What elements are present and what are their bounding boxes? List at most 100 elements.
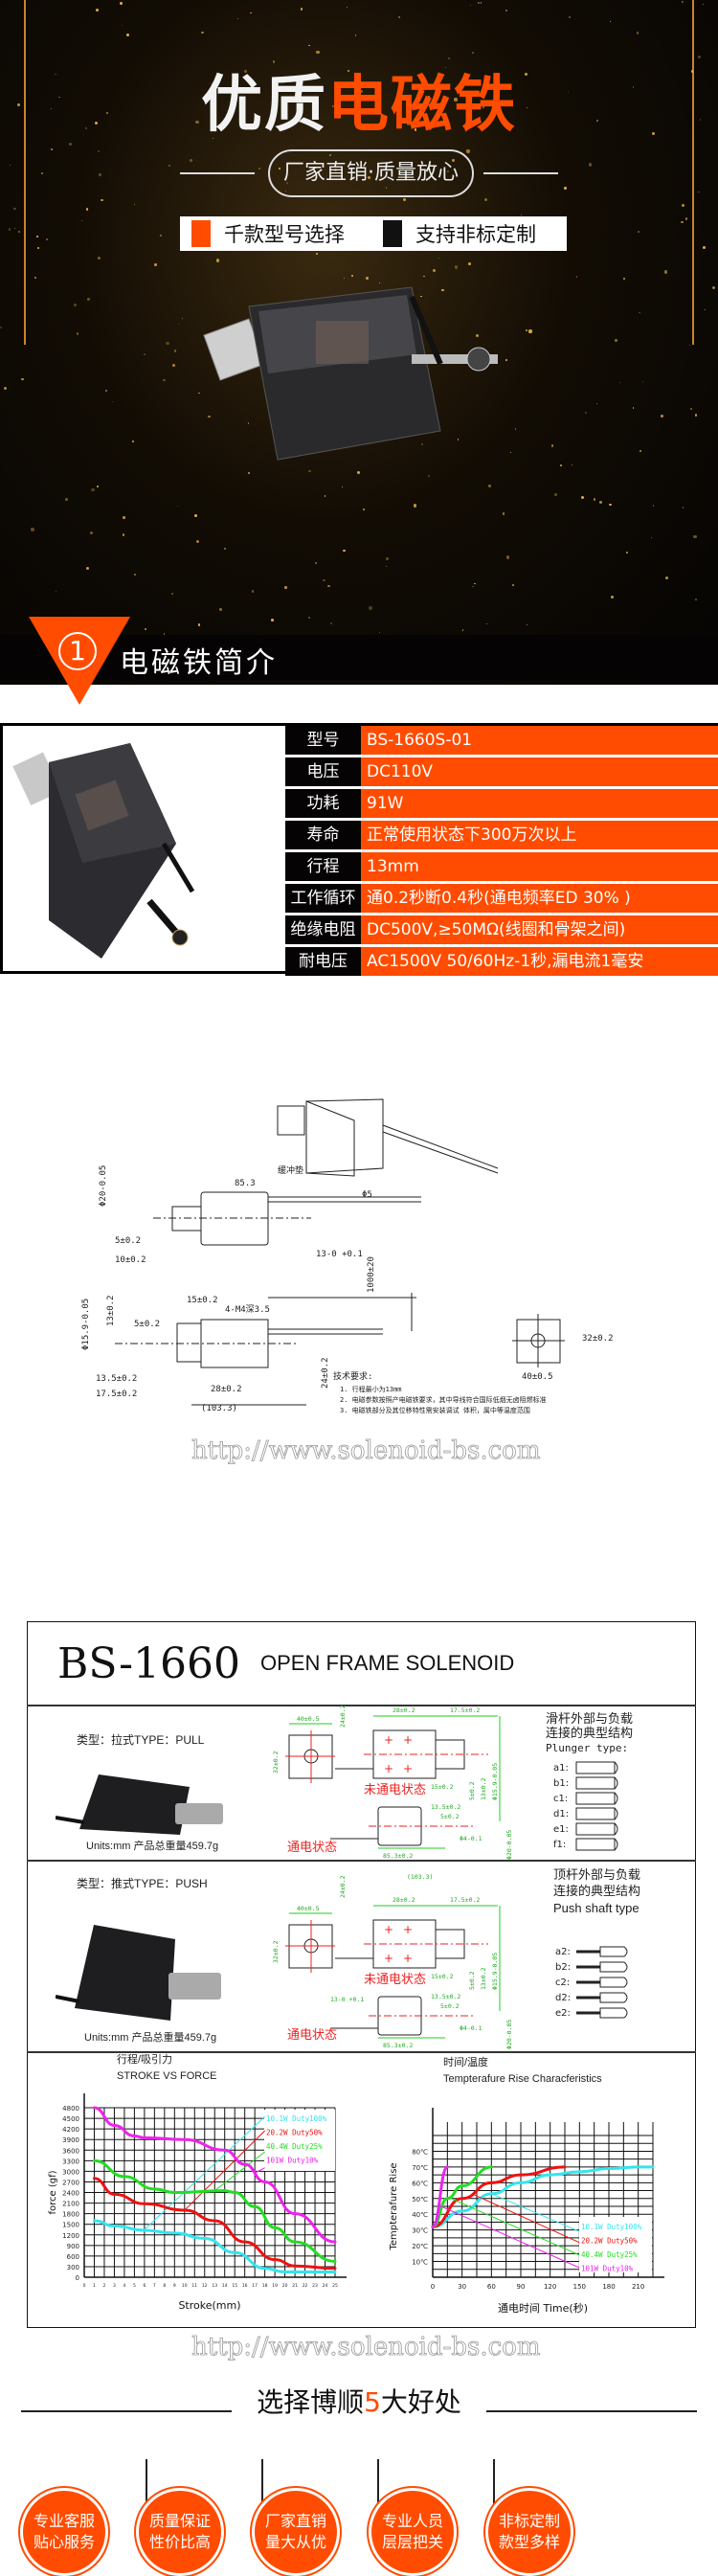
type-item: e1: [553,1821,622,1837]
shaft-title: 顶杆外部与负载 连接的典型结构 Push shaft type [553,1867,640,1916]
sparkle [126,34,130,37]
y-tick-label: 300 [67,2264,79,2271]
sparkle [177,506,179,508]
sparkle [650,536,652,538]
pull-product-photo [56,1774,223,1835]
sparkle [85,208,88,211]
sparkle [95,121,99,124]
sparkle [427,474,431,478]
legend-entry: 10.1W Duty100% [266,2114,327,2123]
sparkle [438,257,439,260]
sparkle [685,217,688,220]
sparkle [144,628,147,631]
mount-hole-mark: + [403,1733,413,1747]
type-item: c2: [555,1975,632,1990]
mount-hole-mark: + [403,1923,413,1936]
sparkle [133,203,135,205]
sparkle [131,441,134,442]
benefit-line: 非标定制 [498,2512,560,2530]
plunger-title-line: 连接的典型结构 [546,1727,634,1741]
type-item: e2: [555,2005,632,2021]
sparkle [455,265,459,269]
x-tick-label: 21 [292,2283,298,2289]
dimension-label: 5±0.2 [115,1236,141,1246]
sparkle [91,487,95,492]
type-label: b2: [555,1961,572,1973]
y-tick-label: 10℃ [412,2259,428,2267]
mount-hole-mark: + [384,1762,393,1775]
sparkle [385,565,388,568]
x-tick-label: 25 [332,2283,338,2289]
sparkle [589,163,593,167]
dimension-label: 28±0.2 [393,1896,415,1904]
y-tick-label: 30℃ [412,2227,428,2235]
dimension-label: 28±0.2 [211,1385,242,1394]
x-tick-label: 90 [517,2283,526,2291]
sparkle [348,69,350,73]
sparkle [433,269,437,273]
dimension-label: 13±0.2 [480,1777,487,1800]
sparkle [466,149,470,153]
dimension-label: 85.3±0.2 [383,1852,413,1860]
dimension-label: 13-0 +0.1 [330,1996,364,2003]
sparkle [219,608,222,611]
sparkle [593,498,595,501]
chart2-title: Tempterafure Rise Characferistics [443,2073,602,2085]
series-line [92,2158,337,2263]
x-tick-label: 5 [133,2283,136,2289]
sparkle [51,148,53,150]
x-tick-label: 30 [458,2283,466,2291]
spec-value: 正常使用状态下300万次以上 [361,821,718,852]
sparkle [50,108,53,110]
mount-hole-mark: + [384,1733,393,1747]
x-tick-label: 150 [573,2283,586,2291]
sparkle [163,633,166,636]
sparkle [639,311,641,314]
sparkle [695,599,697,600]
sparkle [568,16,571,19]
sparkle [482,105,485,108]
dimension-label: 13.5±0.2 [96,1374,137,1384]
separator [146,2459,147,2536]
dimension-label: 17.5±0.2 [96,1390,137,1399]
plunger-shape-icon [575,1807,618,1820]
legend-entry: 20.2W Duty50% [266,2129,323,2137]
type-label: a1: [553,1762,569,1774]
mount-hole-mark: + [384,1923,393,1936]
title-line-left [21,2410,232,2412]
mount-hole-mark: + [384,1952,393,1965]
dimension-label: Φ20-0.05 [505,2020,513,2049]
sparkle [406,123,410,126]
y-tick-label: 1800 [62,2211,79,2219]
dimension-label: 13.5±0.2 [431,1993,460,2000]
sparkle [457,439,460,441]
sparkle [301,77,303,79]
sparkle [190,158,192,162]
dimension-label: (103.3) [201,1404,237,1413]
sparkle [693,535,697,539]
sparkle [473,102,476,106]
series-line [431,2165,493,2228]
spec-key: 绝缘电阻 [285,915,361,947]
chart2-title-cn: 时间/温度 [443,2057,489,2068]
sparkle [369,606,372,610]
type-label: c2: [555,1977,571,1988]
sparkle [77,332,79,335]
sparkle [690,70,694,73]
benefit-line: 款型多样 [498,2533,560,2551]
legend-entry: 101W Duty10% [266,2157,319,2165]
sparkle [315,561,318,565]
sparkle [10,164,11,167]
dimension-label: Φ4-0.1 [460,1835,482,1842]
legend-entry: 20.2W Duty50% [581,2237,638,2246]
sparkle [681,203,685,207]
dimension-label: 32±0.2 [582,1334,614,1344]
dimension-label: Φ20-0.05 [99,1165,108,1207]
plunger-title-line: 滑杆外部与负载 [546,1712,634,1727]
separator [377,2459,379,2536]
dimension-label: 28±0.2 [393,1706,415,1714]
x-tick-label: 7 [153,2283,156,2289]
sparkle [329,153,331,156]
